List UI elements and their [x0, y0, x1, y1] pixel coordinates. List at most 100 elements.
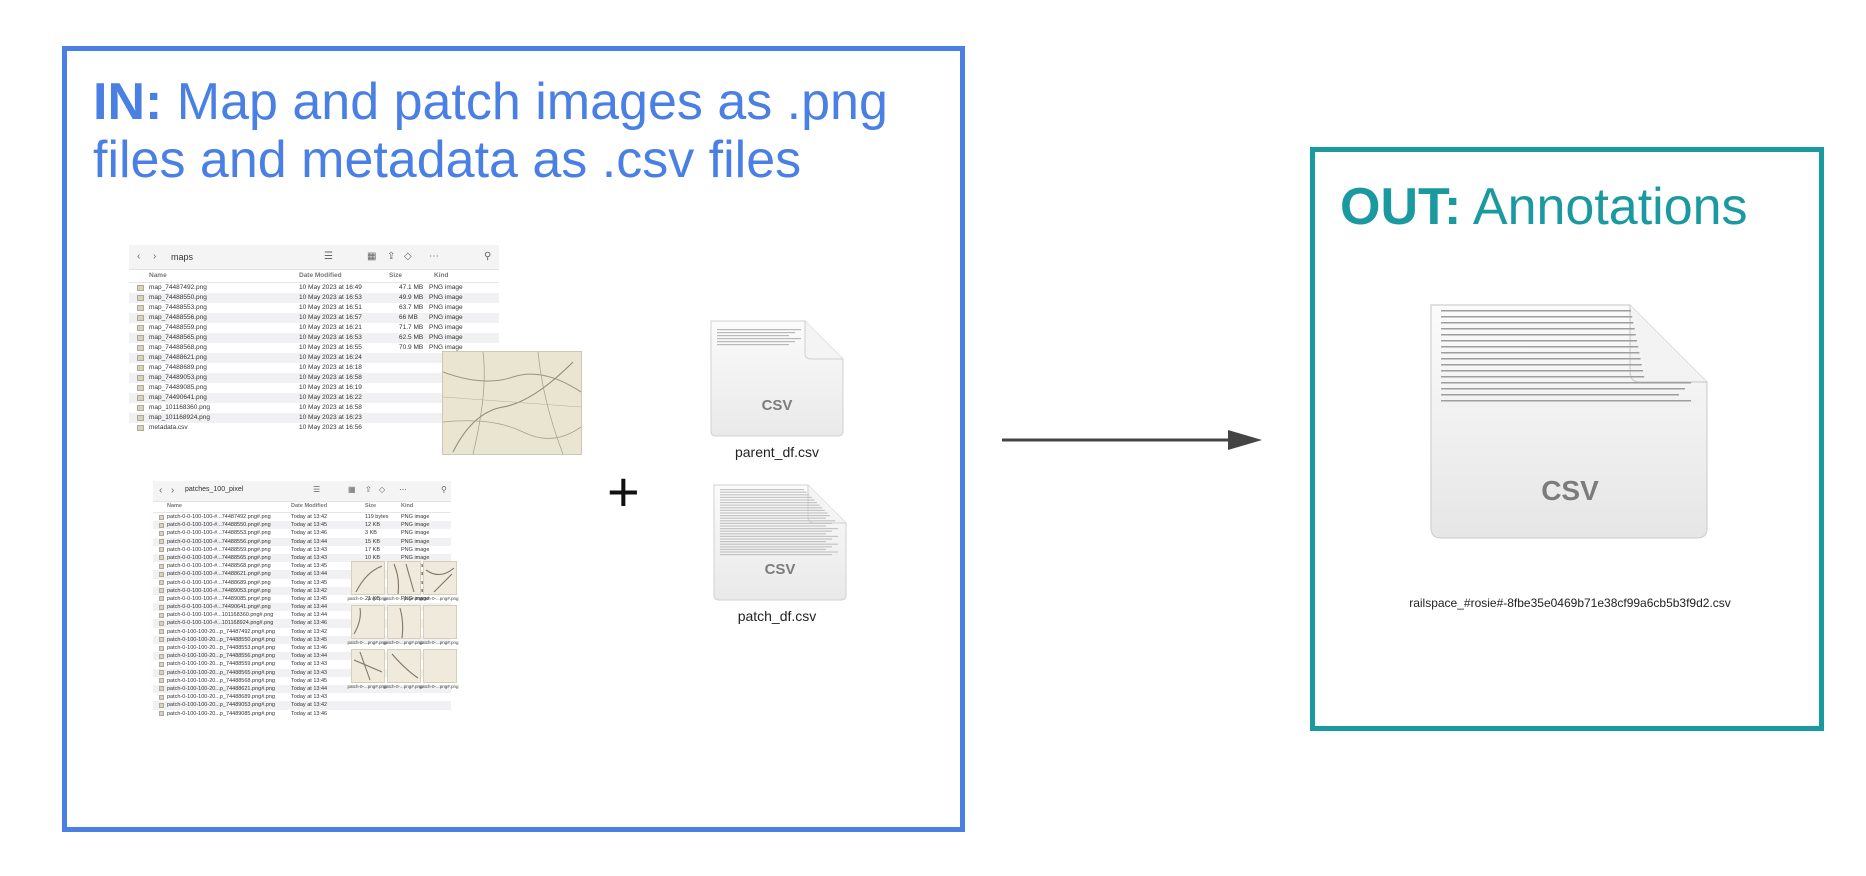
patch-thumbnail[interactable]	[423, 561, 457, 595]
column-name[interactable]: Name	[149, 272, 167, 279]
tag-icon[interactable]: ◇	[404, 251, 412, 262]
file-name: patch-0-0-100-100-#...74490641.png#.png	[167, 604, 271, 611]
column-date-modified[interactable]: Date Modified	[291, 503, 328, 509]
patch-thumbnail[interactable]	[351, 561, 385, 595]
file-name: patch-0-0-100-100-#...74488565.png#.png	[167, 554, 271, 561]
column-name[interactable]: Name	[167, 503, 182, 509]
patch-thumbnail[interactable]	[387, 561, 421, 595]
file-row[interactable]: patch-0-100-100-20...p_74489053.png#.png…	[153, 701, 451, 710]
file-row[interactable]: patch-0-100-100-20...p_74488621.png#.png…	[153, 684, 451, 694]
patch-thumbnail-label: patch-0-...png#.png	[383, 640, 423, 645]
column-kind[interactable]: Kind	[401, 503, 414, 509]
patch-thumbnail[interactable]	[387, 649, 421, 683]
file-row[interactable]: patch-0-100-100-20...p_74488559.png#.png…	[153, 660, 451, 668]
share-icon[interactable]: ⇪	[387, 251, 396, 262]
file-name: patch-0-0-100-100-#...74488553.png#.png	[167, 530, 271, 537]
file-date: 10 May 2023 at 16:53	[299, 294, 362, 301]
file-row[interactable]: patch-0-0-100-100-#...101168924.png#.png…	[153, 619, 451, 628]
file-row[interactable]: patch-0-0-100-100-#...101168360.png#.png…	[153, 611, 451, 619]
more-options-icon[interactable]: ⋯	[399, 485, 407, 494]
list-view-icon[interactable]: ☰	[313, 485, 321, 494]
file-row[interactable]: patch-0-100-100-20...p_74488550.png#.png…	[153, 635, 451, 644]
file-name: patch-0-100-100-20...p_74488550.png#.png	[167, 636, 275, 643]
file-row[interactable]: patch-0-100-100-20...p_74488553.png#.png…	[153, 644, 451, 652]
file-name: map_74488550.png	[149, 294, 207, 301]
back-arrow-icon[interactable]: ‹	[159, 485, 163, 496]
more-options-icon[interactable]: ⋯	[429, 251, 439, 262]
file-date: 10 May 2023 at 16:58	[299, 374, 362, 381]
forward-arrow-icon[interactable]: ›	[171, 485, 175, 496]
file-name: patch-0-0-100-100-#...74489085.png#.png	[167, 595, 271, 602]
file-row[interactable]: patch-0-100-100-20...p_74488565.png#.png…	[153, 668, 451, 677]
file-date: 10 May 2023 at 16:55	[299, 344, 362, 351]
file-row[interactable]: patch-0-100-100-20...p_74488689.png#.png…	[153, 693, 451, 701]
search-icon[interactable]: ⚲	[484, 251, 492, 262]
parent-csv-file-icon[interactable]: CSV	[707, 319, 847, 439]
png-file-icon	[159, 530, 164, 536]
file-row[interactable]: patch-0-100-100-20...p_74488568.png#.png…	[153, 677, 451, 685]
patch-thumbnail[interactable]	[387, 605, 421, 639]
forward-arrow-icon[interactable]: ›	[153, 251, 157, 262]
file-name: patch-0-100-100-20...p_74488621.png#.png	[167, 685, 275, 692]
patch-thumbnail[interactable]	[423, 649, 457, 683]
grid-view-icon[interactable]: ▦	[348, 485, 356, 494]
file-size: 71.7 MB	[399, 324, 424, 331]
back-arrow-icon[interactable]: ‹	[137, 251, 141, 262]
file-row[interactable]: patch-0-100-100-20...p_74488556.png#.png…	[153, 652, 451, 661]
output-heading: OUT: Annotations	[1340, 178, 1748, 236]
patch-thumbnail[interactable]	[351, 605, 385, 639]
file-row[interactable]: patch-0-100-100-20...p_74489085.png#.png…	[153, 710, 451, 718]
csv-preview-line	[1441, 328, 1635, 330]
column-kind[interactable]: Kind	[434, 272, 449, 279]
grid-view-icon[interactable]: ▦	[367, 251, 377, 262]
file-name: patch-0-0-100-100-#...101168360.png#.png	[167, 612, 274, 619]
file-date: Today at 13:44	[291, 571, 328, 578]
column-date-modified[interactable]: Date Modified	[299, 272, 342, 279]
list-view-icon[interactable]: ☰	[324, 251, 333, 262]
csv-preview-line	[720, 517, 826, 519]
column-size[interactable]: Size	[365, 503, 377, 509]
column-size[interactable]: Size	[389, 272, 403, 279]
share-icon[interactable]: ⇪	[365, 485, 372, 494]
file-size: 17 KB	[365, 546, 380, 553]
tag-icon[interactable]: ◇	[379, 485, 386, 494]
file-row[interactable]: patch-0-0-100-100-#...74488553.png#.png T…	[153, 529, 451, 537]
file-row[interactable]: patch-0-100-100-20...p_74487492.png#.png…	[153, 628, 451, 636]
file-date: 10 May 2023 at 16:22	[299, 394, 362, 401]
file-date: Today at 13:44	[291, 685, 328, 692]
patch-thumbnail[interactable]	[351, 649, 385, 683]
patch-thumbnail[interactable]	[423, 605, 457, 639]
file-name: map_74488556.png	[149, 314, 207, 321]
file-date: 10 May 2023 at 16:57	[299, 314, 362, 321]
annotations-csv-file-icon[interactable]: CSV	[1425, 302, 1715, 542]
file-name: patch-0-100-100-20...p_74488553.png#.png	[167, 645, 275, 651]
file-name: map_74488565.png	[149, 334, 207, 341]
file-date: Today at 13:46	[291, 530, 328, 537]
file-name: patch-0-0-100-100-#...74488689.png#.png	[167, 579, 271, 586]
patch-csv-file-icon[interactable]: CSV	[710, 483, 850, 603]
png-file-icon	[159, 661, 164, 667]
search-icon[interactable]: ⚲	[441, 485, 447, 494]
